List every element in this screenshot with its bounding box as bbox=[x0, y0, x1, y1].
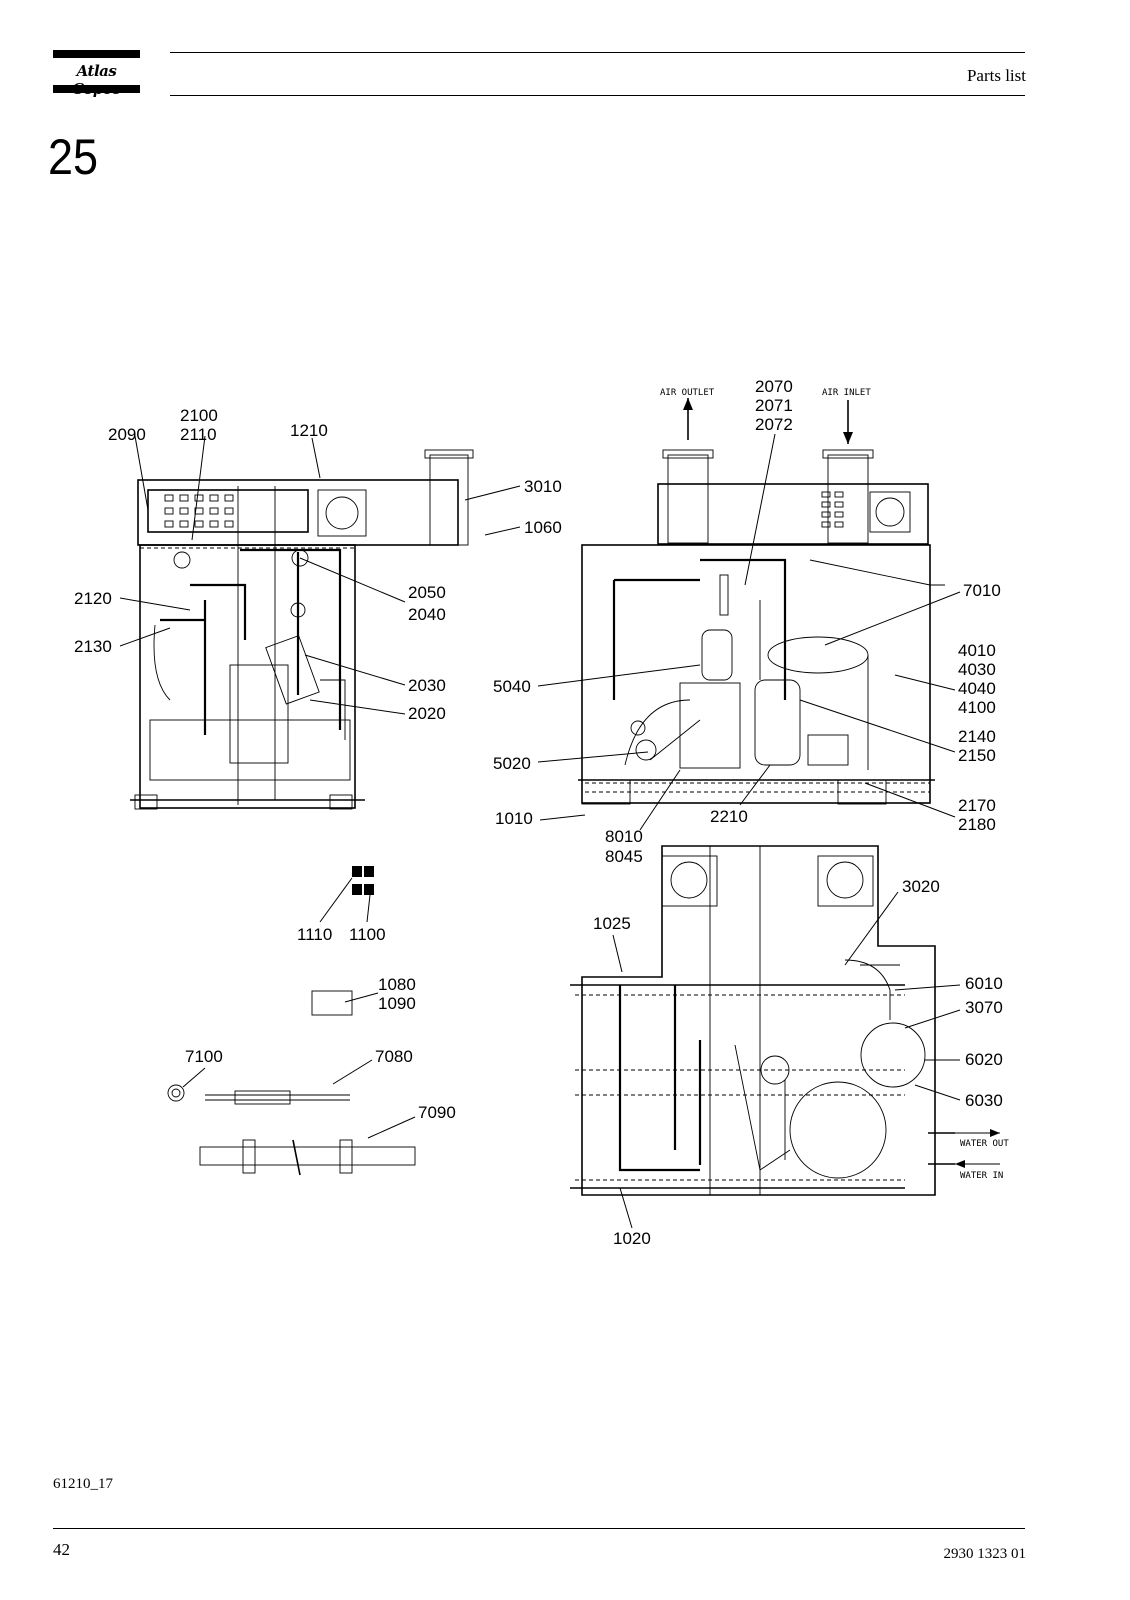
callout-2040: 2040 bbox=[408, 605, 446, 624]
air-inlet-label: AIR INLET bbox=[822, 388, 871, 398]
callout-8045: 8045 bbox=[605, 847, 643, 866]
callout-2120: 2120 bbox=[74, 589, 112, 608]
header-title: Parts list bbox=[966, 66, 1026, 85]
callout-1010: 1010 bbox=[495, 809, 533, 828]
footer-rule bbox=[53, 1528, 1025, 1529]
callout-2050: 2050 bbox=[408, 583, 446, 602]
callout-7010: 7010 bbox=[963, 581, 1001, 600]
callout-1110: 1110 bbox=[297, 925, 332, 944]
callout-3010: 3010 bbox=[524, 477, 562, 496]
callout-1090: 1090 bbox=[378, 994, 416, 1013]
callout-4040: 4040 bbox=[958, 679, 996, 698]
side-view bbox=[119, 435, 521, 810]
page-number: 42 bbox=[53, 1540, 70, 1559]
callout-7090: 7090 bbox=[418, 1103, 456, 1122]
callout-7080: 7080 bbox=[375, 1047, 413, 1066]
figure-code: 61210_17 bbox=[53, 1476, 113, 1492]
callout-2090: 2090 bbox=[108, 425, 146, 444]
callout-2210: 2210 bbox=[710, 807, 748, 826]
callout-2150: 2150 bbox=[958, 746, 996, 765]
callout-1210: 1210 bbox=[290, 421, 328, 440]
callout-6030: 6030 bbox=[965, 1091, 1003, 1110]
top-view bbox=[570, 845, 1000, 1229]
air-outlet-label: AIR OUTLET bbox=[660, 388, 715, 398]
callout-4100: 4100 bbox=[958, 698, 996, 717]
header-rule-top bbox=[170, 52, 1025, 53]
callout-4030: 4030 bbox=[958, 660, 996, 679]
water-in-label: WATER IN bbox=[960, 1171, 1003, 1181]
callout-7100: 7100 bbox=[185, 1047, 223, 1066]
document-number: 2930 1323 01 bbox=[943, 1546, 1027, 1562]
callout-5020: 5020 bbox=[493, 754, 531, 773]
callout-2170: 2170 bbox=[958, 796, 996, 815]
callout-1080: 1080 bbox=[378, 975, 416, 994]
callout-2072: 2072 bbox=[755, 415, 793, 434]
water-out-label: WATER OUT bbox=[960, 1139, 1009, 1149]
callout-2020: 2020 bbox=[408, 704, 446, 723]
header-rule-bottom bbox=[170, 95, 1025, 96]
callout-1025: 1025 bbox=[593, 914, 631, 933]
logo-bar-top bbox=[53, 50, 140, 58]
callout-3020: 3020 bbox=[902, 877, 940, 896]
logo-bar-bottom bbox=[53, 85, 140, 93]
section-number: 25 bbox=[48, 129, 99, 185]
accessories bbox=[167, 866, 416, 1176]
front-view bbox=[537, 398, 961, 831]
callout-4010: 4010 bbox=[958, 641, 996, 660]
callout-1020: 1020 bbox=[613, 1229, 651, 1248]
callout-2030: 2030 bbox=[408, 676, 446, 695]
callout-2130: 2130 bbox=[74, 637, 112, 656]
callout-2071: 2071 bbox=[755, 396, 793, 415]
callout-8010: 8010 bbox=[605, 827, 643, 846]
callout-6020: 6020 bbox=[965, 1050, 1003, 1069]
callout-5040: 5040 bbox=[493, 677, 531, 696]
callout-2100: 2100 bbox=[180, 406, 218, 425]
callout-2110: 2110 bbox=[180, 425, 217, 444]
callout-2140: 2140 bbox=[958, 727, 996, 746]
callout-2070: 2070 bbox=[755, 377, 793, 396]
callout-6010: 6010 bbox=[965, 974, 1003, 993]
callout-1100: 1100 bbox=[349, 925, 386, 944]
callout-2180: 2180 bbox=[958, 815, 996, 834]
callout-3070: 3070 bbox=[965, 998, 1003, 1017]
callout-1060: 1060 bbox=[524, 518, 562, 537]
